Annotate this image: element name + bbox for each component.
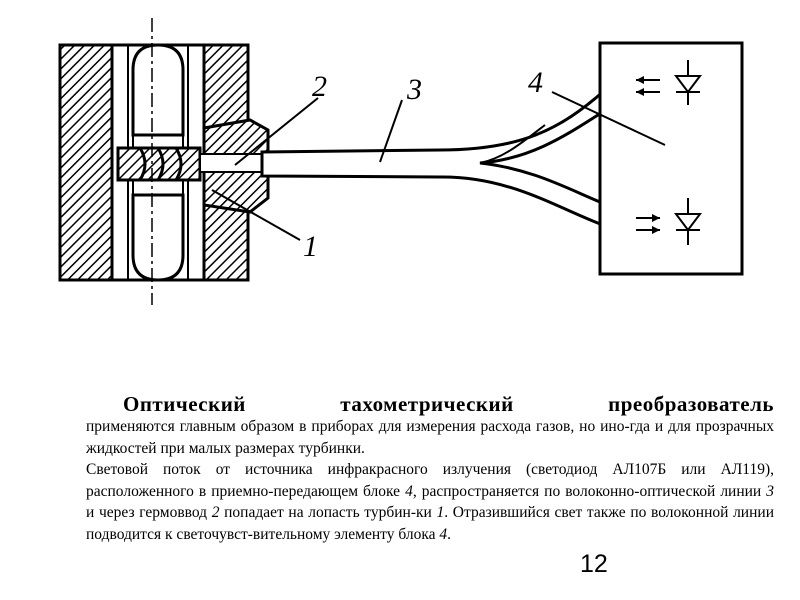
ref-1: 1 — [436, 504, 445, 521]
leader-lines — [211, 91, 666, 241]
ref-2: 2 — [211, 504, 220, 521]
callout-1: 1 — [303, 230, 318, 263]
heading: Оптический тахометрический преобразовате… — [123, 392, 774, 416]
light-arrows-icon — [636, 214, 660, 234]
callout-3: 3 — [406, 73, 422, 106]
photodiode-icon — [674, 60, 702, 105]
led-icon — [674, 198, 702, 245]
paragraph-2: Световой поток от источника инфракрасног… — [86, 461, 774, 543]
page-number: 12 — [580, 550, 608, 578]
turbine-blades — [116, 43, 202, 282]
light-arrows-icon — [636, 76, 660, 96]
paragraph-1: применяются главным образом в приборах д… — [86, 418, 774, 457]
ref-4b: 4 — [439, 525, 448, 543]
ref-4: 4 — [405, 482, 413, 500]
callout-4: 4 — [528, 66, 543, 99]
receiver-transmitter-block — [598, 41, 744, 276]
description-text: Оптический тахометрический преобразовате… — [86, 392, 774, 545]
tachometer-diagram: 1 2 3 4 — [58, 18, 744, 305]
fiber-optic-line — [260, 81, 630, 234]
ref-3: 3 — [766, 482, 774, 500]
callout-2: 2 — [312, 70, 327, 103]
